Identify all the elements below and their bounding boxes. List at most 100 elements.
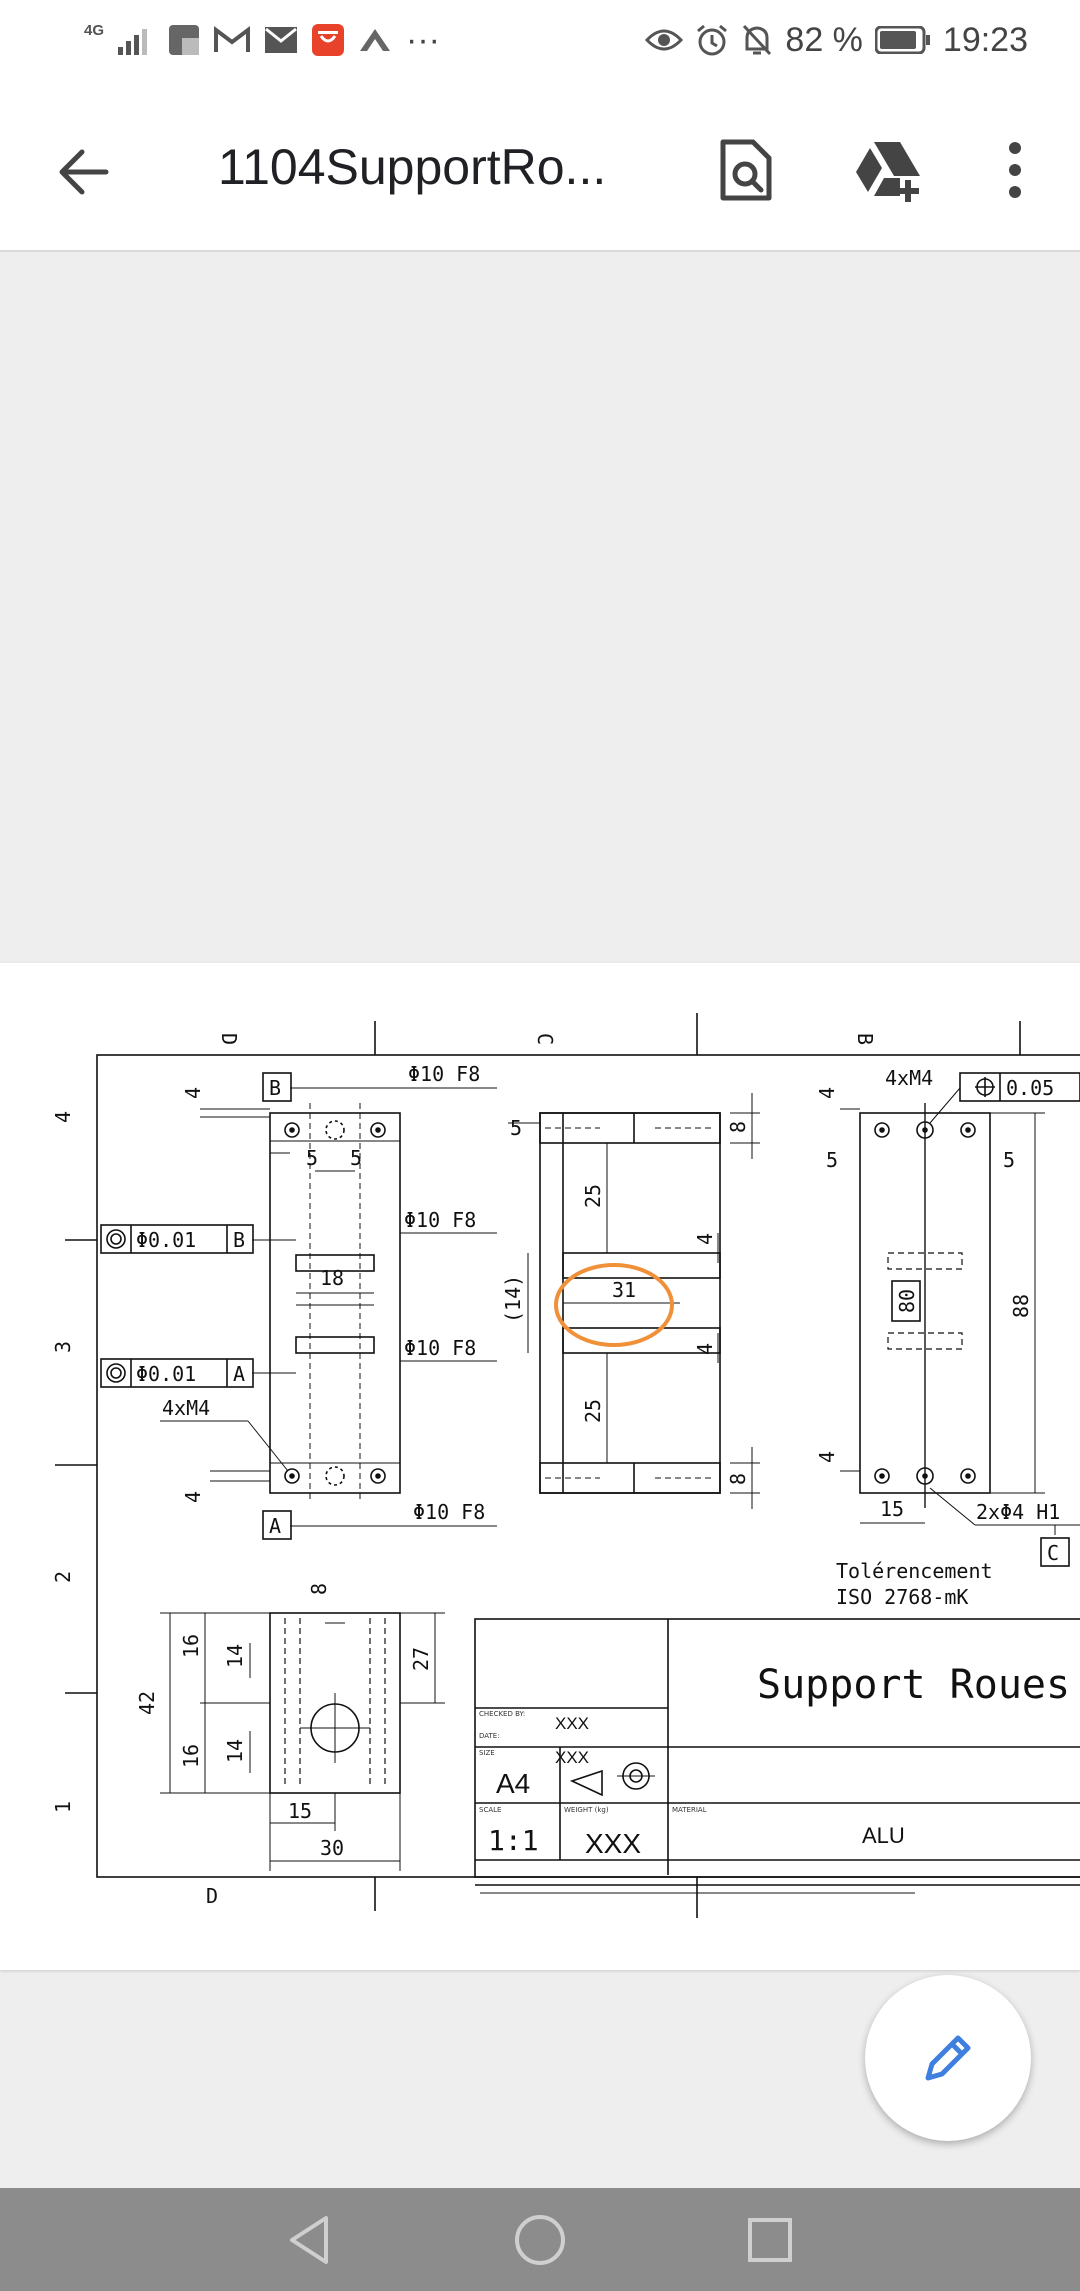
scale-value: 1:1 — [488, 1824, 539, 1857]
thread-callout-left: 4xM4 — [162, 1396, 210, 1420]
drive-sync-icon — [358, 27, 392, 53]
nav-home-button[interactable] — [510, 2210, 570, 2270]
zone-letter-d-bottom: D — [206, 1884, 218, 1908]
material-value: ALU — [862, 1823, 905, 1848]
battery-icon — [874, 26, 931, 54]
dim-80: 80 — [895, 1289, 919, 1313]
weight-label: WEIGHT (kg) — [564, 1806, 609, 1814]
dim-16-bottom: 16 — [179, 1744, 203, 1768]
more-options-button[interactable] — [975, 130, 1055, 210]
size-value: A4 — [496, 1768, 530, 1799]
back-button[interactable] — [48, 136, 120, 208]
row-number-4: 4 — [51, 1111, 75, 1123]
nav-back-button[interactable] — [280, 2210, 340, 2270]
checked-by-value: XXX — [555, 1714, 589, 1733]
fit-callout-4: Φ10 F8 — [413, 1500, 485, 1524]
signal-icon — [118, 25, 154, 55]
add-to-drive-icon — [856, 142, 920, 202]
battery-percent: 82 % — [785, 20, 863, 59]
position-tolerance: 0.05 — [1006, 1076, 1054, 1100]
zone-letter-d: D — [217, 1033, 241, 1045]
scale-label: SCALE — [479, 1806, 501, 1814]
dim-14-top: 14 — [223, 1644, 247, 1668]
date-label: DATE: — [479, 1732, 500, 1740]
dim-31: 31 — [612, 1278, 636, 1302]
app-bar: 1104SupportRo... — [0, 80, 1080, 252]
dim-5-left-b: 5 — [350, 1146, 362, 1170]
add-to-drive-button[interactable] — [848, 130, 928, 210]
row-number-2: 2 — [51, 1571, 75, 1583]
coaxiality-b-value: Φ0.01 — [136, 1228, 196, 1252]
find-in-page-button[interactable] — [705, 130, 785, 210]
dim-4-middle-top: 4 — [693, 1233, 717, 1245]
network-type: 4G — [84, 21, 105, 39]
clock: 19:23 — [942, 20, 1028, 59]
dim-14-bottom: 14 — [223, 1739, 247, 1763]
dim-5-right-b: 5 — [1003, 1148, 1015, 1172]
dim-88: 88 — [1009, 1294, 1033, 1318]
zone-letter-c: C — [533, 1033, 557, 1045]
dim-27: 27 — [409, 1647, 433, 1671]
thread-callout-right: 4xM4 — [885, 1066, 933, 1090]
hole-callout: 2xΦ4 H1 — [976, 1500, 1060, 1524]
dim-8-top: 8 — [726, 1121, 750, 1133]
dim-18: 18 — [320, 1266, 344, 1290]
status-bar: 4G ··· — [0, 0, 1080, 80]
coaxiality-b-datum: B — [233, 1228, 245, 1252]
dim-42: 42 — [135, 1691, 159, 1715]
arrow-left-icon — [59, 149, 109, 195]
dim-15-bottom-view: 15 — [288, 1799, 312, 1823]
dim-14-reference: (14) — [501, 1275, 525, 1323]
gmail-icon — [214, 26, 251, 54]
coaxiality-a-datum: A — [233, 1362, 245, 1386]
edit-fab[interactable] — [865, 1975, 1031, 2141]
fit-callout-2: Φ10 F8 — [404, 1208, 476, 1232]
fit-callout-1: Φ10 F8 — [408, 1062, 480, 1086]
dim-25-bottom: 25 — [581, 1399, 605, 1423]
technical-drawing: D C B D 4 3 2 1 B A C Φ10 F8 Φ10 F8 Φ10 … — [51, 1013, 1080, 1918]
nav-recents-button[interactable] — [740, 2210, 800, 2270]
dim-25-top: 25 — [581, 1184, 605, 1208]
dim-4-top-right: 4 — [815, 1087, 839, 1099]
dim-30: 30 — [320, 1836, 344, 1860]
dim-4-top-left: 4 — [181, 1087, 205, 1099]
dim-5-right-a: 5 — [826, 1148, 838, 1172]
dim-4-bottom-left: 4 — [181, 1491, 205, 1503]
tolerance-note-line1: Tolérencement — [836, 1559, 993, 1583]
nav-back-triangle-icon — [290, 2216, 328, 2264]
dim-8-bottom-view: 8 — [307, 1583, 331, 1595]
size-label: SIZE — [479, 1749, 495, 1757]
material-label: MATERIAL — [672, 1806, 707, 1814]
eye-icon — [645, 26, 684, 54]
row-number-3: 3 — [51, 1341, 75, 1353]
dim-8-bottom: 8 — [726, 1473, 750, 1485]
datum-c-label: C — [1047, 1541, 1059, 1565]
find-in-page-icon — [720, 139, 772, 201]
dim-15-right: 15 — [880, 1497, 904, 1521]
document-viewer[interactable]: D C B D 4 3 2 1 B A C Φ10 F8 Φ10 F8 Φ10 … — [0, 252, 1080, 2188]
app-notification-icon — [168, 24, 200, 56]
tolerance-note-line2: ISO 2768-mK — [836, 1585, 968, 1609]
nav-recents-square-icon — [748, 2218, 792, 2262]
part-name: Support Roues — [757, 1662, 1070, 1708]
dim-4-middle-bottom: 4 — [693, 1343, 717, 1355]
more-vert-icon — [1009, 142, 1021, 198]
coaxiality-a-value: Φ0.01 — [136, 1362, 196, 1386]
nav-home-circle-icon — [515, 2215, 565, 2265]
more-notifications: ··· — [406, 20, 440, 59]
dim-5-middle: 5 — [510, 1116, 522, 1140]
document-title: 1104SupportRo... — [218, 139, 607, 195]
weight-value: XXX — [585, 1828, 641, 1859]
dim-4-bottom-right: 4 — [815, 1451, 839, 1463]
pdf-page[interactable]: D C B D 4 3 2 1 B A C Φ10 F8 Φ10 F8 Φ10 … — [0, 963, 1080, 1970]
dim-16-top: 16 — [179, 1634, 203, 1658]
pencil-edit-icon — [925, 2035, 971, 2081]
datum-a-label: A — [269, 1514, 281, 1538]
date-value: XXX — [555, 1748, 589, 1767]
dim-5-left-a: 5 — [306, 1146, 318, 1170]
mail-icon — [264, 26, 298, 54]
notifications-off-icon — [741, 23, 773, 57]
fit-callout-3: Φ10 F8 — [404, 1336, 476, 1360]
alarm-icon — [695, 23, 729, 57]
checked-by-label: CHECKED BY: — [479, 1710, 525, 1718]
